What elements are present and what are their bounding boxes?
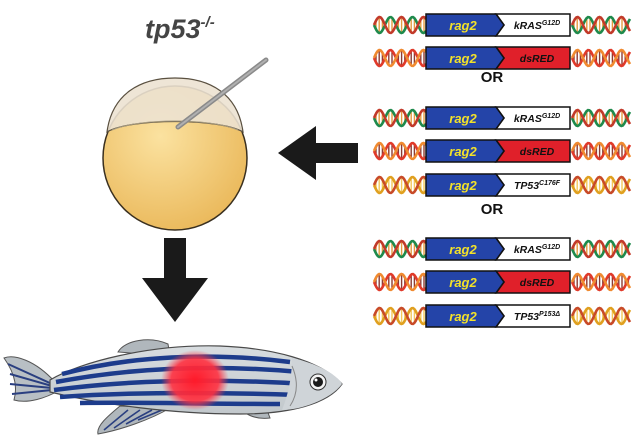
promoter-box: [425, 173, 505, 197]
promoter-box: [425, 46, 505, 70]
zebrafish-illustration: [3, 339, 343, 435]
dna-helix-right-icon: [570, 306, 632, 326]
gene-superscript: G12D: [542, 113, 560, 120]
gene-label: kRASG12D: [514, 244, 560, 256]
promoter-box: [425, 13, 505, 37]
dna-helix-right-icon: [570, 239, 632, 259]
gene-label: kRASG12D: [514, 113, 560, 125]
promoter-label: rag2: [449, 144, 477, 159]
promoter-label: rag2: [449, 275, 477, 290]
dna-helix-left-icon: [372, 48, 427, 68]
gene-label: kRASG12D: [514, 20, 560, 32]
construct-row: rag2 kRASG12D: [372, 13, 632, 37]
gene-label: TP53P153Δ: [514, 311, 560, 323]
construct-row: rag2 TP53P153Δ: [372, 304, 632, 328]
zygote-egg: [102, 77, 248, 231]
promoter-label: rag2: [449, 51, 477, 66]
gene-label: dsRED: [520, 146, 555, 158]
fish-tumor: [161, 350, 229, 410]
separator-or-1: OR: [481, 69, 504, 86]
construct-row: rag2 kRASG12D: [372, 237, 632, 261]
gene-label: dsRED: [520, 53, 555, 65]
separator-or-2: OR: [481, 201, 504, 218]
title-label: tp53-/-: [145, 14, 215, 44]
promoter-label: rag2: [449, 178, 477, 193]
dna-helix-right-icon: [570, 48, 632, 68]
construct-list: rag2 kRASG12D rag2 dsRED rag2 kRASG12D rag2 dsR…: [372, 13, 632, 328]
title-superscript: -/-: [201, 14, 215, 31]
dna-helix-left-icon: [372, 306, 427, 326]
promoter-label: rag2: [449, 111, 477, 126]
promoter-box: [425, 270, 505, 294]
gene-superscript: C176F: [539, 180, 561, 187]
dna-helix-left-icon: [372, 239, 427, 259]
dna-helix-right-icon: [570, 272, 632, 292]
gene-label: TP53C176F: [514, 180, 561, 192]
dna-helix-right-icon: [570, 108, 632, 128]
dna-helix-left-icon: [372, 175, 427, 195]
construct-row: rag2 dsRED: [372, 139, 632, 163]
dna-helix-left-icon: [372, 141, 427, 161]
arrow-left-icon: [278, 126, 358, 180]
dna-helix-left-icon: [372, 15, 427, 35]
construct-row: rag2 dsRED: [372, 46, 632, 70]
dna-helix-right-icon: [570, 175, 632, 195]
gene-superscript: G12D: [542, 20, 560, 27]
dna-helix-left-icon: [372, 108, 427, 128]
promoter-label: rag2: [449, 242, 477, 257]
promoter-box: [425, 237, 505, 261]
promoter-label: rag2: [449, 18, 477, 33]
injection-needle-icon: [175, 57, 269, 130]
dna-helix-left-icon: [372, 272, 427, 292]
gene-superscript: G12D: [542, 244, 560, 251]
promoter-box: [425, 139, 505, 163]
title-main: tp53: [145, 14, 201, 44]
promoter-box: [425, 106, 505, 130]
promoter-box: [425, 304, 505, 328]
construct-row: rag2 kRASG12D: [372, 106, 632, 130]
construct-row: rag2 TP53C176F: [372, 173, 632, 197]
dna-helix-right-icon: [570, 141, 632, 161]
gene-label: dsRED: [520, 277, 555, 289]
arrow-down-icon: [142, 238, 208, 322]
dna-helix-right-icon: [570, 15, 632, 35]
gene-superscript: P153Δ: [539, 311, 560, 318]
construct-row: rag2 dsRED: [372, 270, 632, 294]
promoter-label: rag2: [449, 309, 477, 324]
